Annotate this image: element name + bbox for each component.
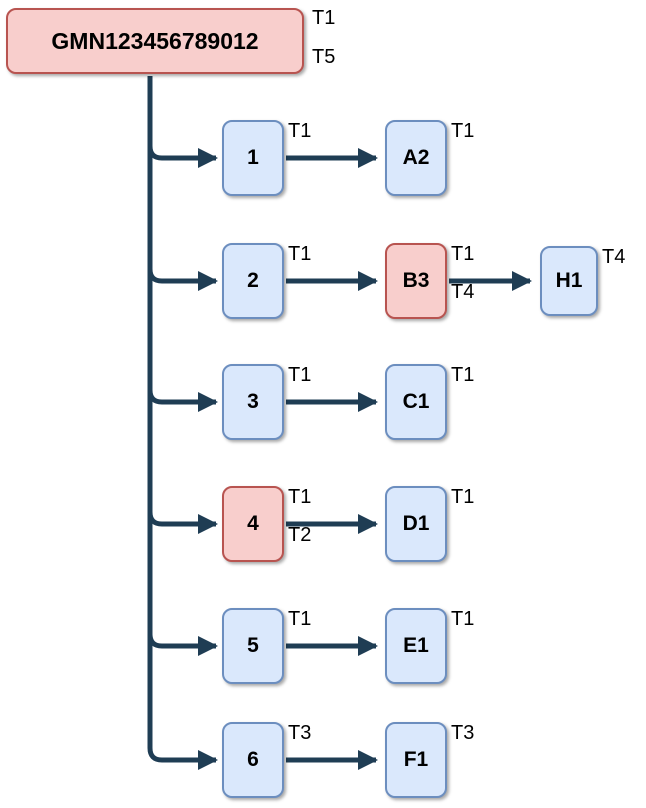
- node-label: 6: [247, 748, 259, 771]
- tag-label: T4: [602, 246, 626, 268]
- tag-label: T1: [451, 364, 475, 386]
- node-1: 1: [222, 120, 284, 196]
- node-3: 3: [222, 364, 284, 440]
- tag-label: T1: [288, 486, 312, 508]
- tag-label: T4: [451, 281, 475, 303]
- node-6: 6: [222, 722, 284, 798]
- node-label: 1: [247, 146, 259, 169]
- connector-trunk-branch-6: [147, 76, 218, 770]
- node-2: 2: [222, 243, 284, 319]
- tag-label: T3: [288, 722, 312, 744]
- connector-branch-5: [147, 596, 218, 656]
- node-label: C1: [402, 390, 430, 413]
- node-c1: C1: [385, 364, 447, 440]
- tag-label: T1: [451, 120, 475, 142]
- connector-branch-1: [147, 108, 218, 168]
- node-root-label: GMN123456789012: [51, 27, 259, 54]
- node-label: 4: [247, 512, 259, 535]
- connector-branch-2: [147, 231, 218, 291]
- node-5: 5: [222, 608, 284, 684]
- node-f1: F1: [385, 722, 447, 798]
- tag-label: T1: [451, 486, 475, 508]
- tag-label: T1: [288, 364, 312, 386]
- tag-label: T1: [288, 608, 312, 630]
- node-label: A2: [402, 146, 430, 169]
- tag-label: T1: [312, 7, 336, 29]
- connector-branch-4: [147, 474, 218, 534]
- node-label: D1: [402, 512, 430, 535]
- node-label: E1: [403, 634, 429, 657]
- node-4: 4: [222, 486, 284, 562]
- node-label: 2: [247, 269, 259, 292]
- tag-label: T5: [312, 46, 336, 68]
- tag-label: T1: [288, 120, 312, 142]
- connector-branch-3: [147, 352, 218, 412]
- tag-label: T1: [451, 608, 475, 630]
- node-label: 5: [247, 634, 259, 657]
- node-d1: D1: [385, 486, 447, 562]
- node-root: GMN123456789012: [6, 8, 304, 74]
- node-label: F1: [403, 748, 429, 771]
- tag-label: T1: [451, 243, 475, 265]
- tag-label: T3: [451, 722, 475, 744]
- node-label: 3: [247, 390, 259, 413]
- tag-label: T1: [288, 243, 312, 265]
- node-h1: H1: [540, 246, 598, 316]
- node-b3: B3: [385, 243, 447, 319]
- node-label: H1: [555, 269, 583, 292]
- tag-label: T2: [288, 524, 312, 546]
- node-label: B3: [402, 269, 430, 292]
- node-e1: E1: [385, 608, 447, 684]
- node-a2: A2: [385, 120, 447, 196]
